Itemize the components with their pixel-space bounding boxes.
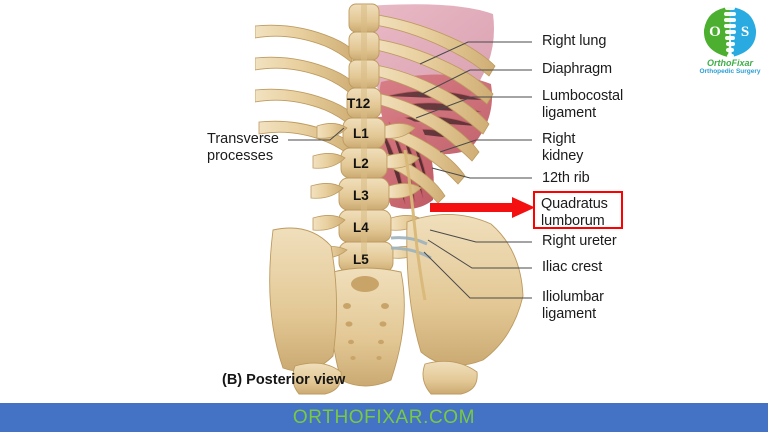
label-quadratus-lumborum: Quadratus lumborum <box>541 196 608 229</box>
vertebra-t12-text: T12 <box>347 96 370 111</box>
label-twelfth-rib: 12th rib <box>542 170 590 186</box>
right-ureter-shape <box>403 149 427 301</box>
footer-bar: ORTHOFIXAR.COM <box>0 403 768 432</box>
logo-title: OrthoFixar <box>706 58 753 68</box>
label-lumbocostal-ligament: Lumbocostal ligament <box>542 88 624 121</box>
label-iliac-crest: Iliac crest <box>542 259 603 275</box>
left-ilium <box>269 227 338 372</box>
vertebra-l5-text: L5 <box>353 252 369 267</box>
vertebra-l4-text: L4 <box>353 220 369 235</box>
vertebra-l3-text: L3 <box>353 188 369 203</box>
footer-site-text[interactable]: ORTHOFIXAR.COM <box>292 406 476 428</box>
orthofixar-logo[interactable]: O S OrthoFixar Orthopedic Surgery <box>695 4 765 86</box>
sacrum <box>329 267 405 387</box>
svg-text:S: S <box>741 24 749 40</box>
vertebra-labels: T12 L1 L2 L3 L4 L5 <box>347 96 370 267</box>
figure-caption: (B) Posterior view <box>222 372 346 388</box>
vertebra-l2-text: L2 <box>353 156 369 171</box>
label-iliolumbar-ligament: Iliolumbar ligament <box>542 289 604 322</box>
logo-subtitle: Orthopedic Surgery <box>699 68 761 75</box>
svg-text:O: O <box>709 24 721 40</box>
anatomy-illustration: T12 L1 L2 L3 L4 L5 <box>255 0 555 395</box>
logo-mark-icon: O S <box>703 6 757 58</box>
label-right-ureter: Right ureter <box>542 233 617 249</box>
label-right-kidney: Right kidney <box>542 131 584 164</box>
red-arrow-icon <box>430 197 535 218</box>
quadratus-lumborum-highlight[interactable]: Quadratus lumborum <box>533 191 623 229</box>
posterior-view-drawing: T12 L1 L2 L3 L4 L5 <box>255 3 524 395</box>
label-right-lung: Right lung <box>542 33 607 49</box>
pubis-ischium <box>292 360 478 395</box>
quadratus-lumborum-arrow <box>430 196 536 220</box>
vertebra-l1-text: L1 <box>353 126 369 141</box>
label-diaphragm: Diaphragm <box>542 61 613 77</box>
label-transverse-processes: Transverse processes <box>207 131 279 164</box>
